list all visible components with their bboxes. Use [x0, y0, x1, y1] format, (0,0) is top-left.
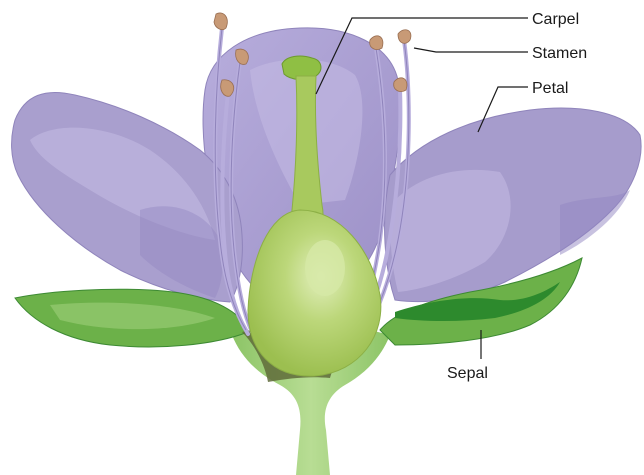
leader-stamen	[414, 48, 528, 52]
label-stamen: Stamen	[532, 45, 587, 62]
label-petal: Petal	[532, 80, 568, 97]
label-sepal: Sepal	[447, 365, 488, 382]
label-carpel: Carpel	[532, 11, 579, 28]
ovule	[305, 240, 345, 296]
